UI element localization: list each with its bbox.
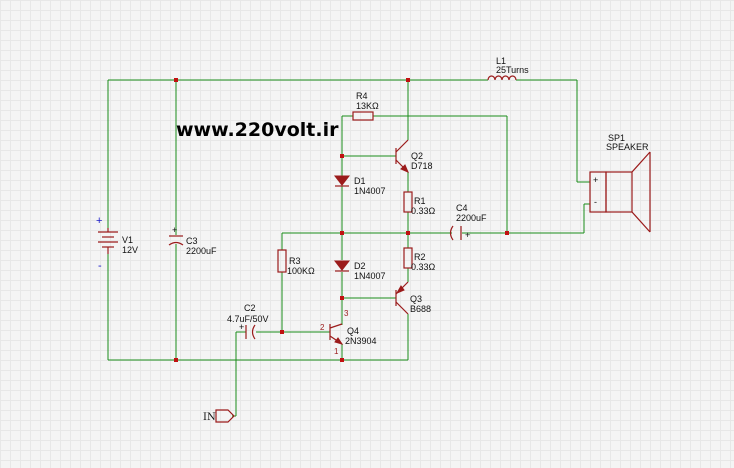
c3-value: 2200uF: [186, 246, 217, 256]
q2-ref: Q2: [411, 151, 423, 161]
r2-value: 0.33Ω: [411, 262, 436, 272]
c2-ref: C2: [244, 303, 256, 313]
watermark-text: www.220volt.ir: [176, 119, 339, 141]
q2-value: D718: [411, 161, 433, 171]
resistor-r2[interactable]: [403, 247, 413, 269]
q4-pin1-label: 1: [334, 347, 339, 356]
input-port-label: IN: [203, 412, 216, 423]
r4-ref: R4: [356, 91, 368, 101]
r3-value: 100KΩ: [287, 266, 315, 276]
junction-dot: [406, 78, 410, 82]
capacitor-c4[interactable]: [449, 225, 462, 241]
junction-dot: [174, 78, 178, 82]
c4-plus-sign: +: [465, 230, 470, 240]
speaker-sp1[interactable]: [589, 151, 651, 233]
capacitor-c3[interactable]: [168, 235, 184, 246]
d2-ref: D2: [354, 261, 366, 271]
c3-ref: C3: [186, 236, 198, 246]
junction-dot: [406, 231, 410, 235]
c2-plus-sign: +: [239, 322, 244, 332]
v1-ref: V1: [122, 235, 133, 245]
diode-d1[interactable]: [333, 175, 351, 187]
r3-ref: R3: [289, 256, 301, 266]
r1-ref: R1: [414, 196, 426, 206]
input-port[interactable]: [215, 409, 235, 423]
junction-dot: [340, 358, 344, 362]
junction-dot: [280, 330, 284, 334]
transistor-q4[interactable]: [329, 323, 344, 345]
junction-dot: [340, 296, 344, 300]
diode-d2[interactable]: [333, 260, 351, 272]
resistor-r4[interactable]: [352, 111, 374, 121]
r4-value: 13KΩ: [356, 101, 379, 111]
q4-value: 2N3904: [345, 336, 377, 346]
battery-v1[interactable]: [98, 228, 118, 254]
c4-ref: C4: [456, 203, 468, 213]
junction-dot: [174, 358, 178, 362]
resistor-r1[interactable]: [403, 191, 413, 213]
r2-ref: R2: [414, 252, 426, 262]
c3-plus-sign: +: [172, 225, 177, 235]
q3-ref: Q3: [410, 294, 422, 304]
v1-plus-sign: +: [96, 215, 102, 227]
l1-ref: L1: [496, 56, 506, 66]
d1-value: 1N4007: [354, 186, 386, 196]
q4-pin2-label: 2: [320, 323, 325, 332]
v1-minus-sign: -: [98, 260, 102, 272]
v1-value: 12V: [122, 245, 138, 255]
sp1-plus-sign: +: [593, 175, 598, 185]
sp1-minus-sign: -: [594, 197, 597, 207]
l1-value: 25Turns: [496, 65, 529, 75]
transistor-q2[interactable]: [395, 139, 409, 173]
r1-value: 0.33Ω: [411, 206, 436, 216]
sp1-value: SPEAKER: [606, 142, 649, 152]
transistor-q3[interactable]: [395, 281, 409, 315]
junctions: [174, 78, 509, 362]
c4-value: 2200uF: [456, 213, 487, 223]
q4-ref: Q4: [347, 326, 359, 336]
wires: [107, 79, 590, 417]
c2-value: 4.7uF/50V: [227, 314, 269, 324]
resistor-r3[interactable]: [277, 249, 287, 273]
capacitor-c2[interactable]: [245, 324, 256, 340]
junction-dot: [505, 231, 509, 235]
q3-value: B688: [410, 304, 431, 314]
inductor-l1[interactable]: [487, 75, 517, 81]
junction-dot: [340, 231, 344, 235]
sp1-ref: SP1: [608, 133, 625, 143]
junction-dot: [340, 154, 344, 158]
q4-pin3-label: 3: [344, 309, 349, 318]
d1-ref: D1: [354, 176, 366, 186]
d2-value: 1N4007: [354, 271, 386, 281]
